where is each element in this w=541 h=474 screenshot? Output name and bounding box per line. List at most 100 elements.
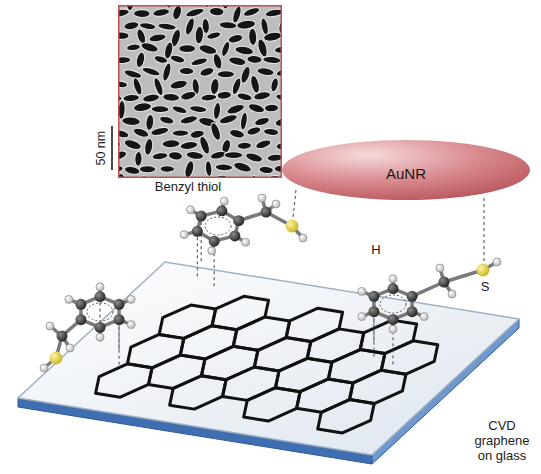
carbon-atom <box>233 215 244 226</box>
graphene-hexagon <box>360 320 416 353</box>
projection-line <box>119 326 120 368</box>
nanorod <box>194 26 204 44</box>
nanorod <box>217 91 232 100</box>
hydrogen-atom <box>448 290 456 298</box>
hydrogen-atom <box>299 234 307 242</box>
carbon-atom <box>407 306 418 317</box>
nanorod <box>123 94 140 102</box>
aromatic-ring <box>87 303 113 321</box>
nanorod <box>256 67 274 77</box>
graphene-hexagon <box>170 376 226 409</box>
carbon-atom <box>368 291 379 302</box>
nanorod <box>219 21 237 30</box>
nanorod <box>179 67 194 75</box>
nanorod <box>228 56 247 67</box>
nanorod <box>151 106 169 113</box>
nanorod <box>132 126 150 139</box>
attachment-line <box>293 190 296 218</box>
nanorod <box>168 151 183 161</box>
nanorod <box>142 93 160 103</box>
carbon-atom <box>114 299 125 310</box>
nanorod <box>171 104 188 115</box>
hydrogen-atom <box>65 295 73 303</box>
nanorod <box>179 114 198 125</box>
aromatic-ring <box>205 217 231 235</box>
graphene-hexagon <box>96 364 152 397</box>
nanorod <box>263 31 282 43</box>
graphene-hexagon <box>212 296 268 329</box>
hydrogen-atom <box>180 231 188 239</box>
carbon-atom <box>95 322 106 333</box>
sulfur-atom <box>50 352 63 365</box>
nanorod <box>199 66 215 78</box>
carbon-atom <box>216 205 227 216</box>
scale-label: 50 nm <box>94 131 108 166</box>
nanorod <box>254 116 271 127</box>
graphene-hexagon <box>159 305 215 338</box>
carbon-atom <box>229 230 240 241</box>
nanorod <box>172 130 189 137</box>
carbon-atom <box>75 299 86 310</box>
carbon-atom <box>439 277 450 288</box>
nanorod <box>152 8 170 18</box>
nanorod <box>185 7 205 19</box>
nanorod <box>206 31 222 41</box>
nanorod <box>171 5 183 21</box>
nanorod <box>123 21 139 31</box>
nanorod <box>210 78 220 95</box>
nanorod <box>270 77 280 92</box>
atom-label: H <box>371 243 380 258</box>
nanorod <box>169 79 188 91</box>
nanorod <box>118 128 130 139</box>
nanorod <box>229 128 246 139</box>
graphene-hexagon <box>244 388 300 421</box>
aromatic-ring <box>380 295 406 313</box>
carbon-atom <box>114 314 125 325</box>
hydrogen-atom <box>358 287 366 295</box>
hydrogen-atom <box>258 194 266 202</box>
nanorod <box>209 121 223 141</box>
nanorod <box>242 6 260 18</box>
hydrogen-atom <box>40 364 48 372</box>
graphene-hexagon <box>233 317 289 350</box>
nanorod <box>118 32 129 40</box>
nanorod <box>253 90 271 101</box>
hydrogen-atom <box>493 258 501 266</box>
nanorod <box>245 151 264 164</box>
carbon-atom <box>388 283 399 294</box>
nanorod <box>209 7 224 16</box>
graphene-hexagon <box>223 367 279 400</box>
tem-image-panel: 50 nmBenzyl thiol <box>96 4 286 204</box>
nanorod-shape: AuNR <box>280 138 532 202</box>
carbon-atom <box>57 331 68 342</box>
carbon-atom <box>192 226 203 237</box>
nanorod <box>163 93 180 102</box>
hydrogen-atom <box>389 325 397 333</box>
nanorod <box>264 104 279 112</box>
nanorod <box>169 54 185 65</box>
hydrogen-atom <box>127 321 135 329</box>
nanorod <box>186 151 204 161</box>
carbon-atom <box>407 291 418 302</box>
nanorod <box>145 114 154 131</box>
nanorod <box>249 75 261 95</box>
nanorod <box>124 165 141 175</box>
nanorod <box>239 112 248 131</box>
carbon-atom <box>261 207 272 218</box>
benzyl-thiol-molecule <box>358 258 501 367</box>
nanorod <box>265 8 282 18</box>
hydrogen-atom <box>389 275 397 283</box>
projection-line <box>197 237 198 279</box>
nanorod <box>218 113 238 126</box>
hydrogen-atom <box>358 313 366 321</box>
nanorod <box>139 22 156 31</box>
nanorod <box>248 28 257 46</box>
nanorod <box>183 160 195 178</box>
nanorod <box>123 68 142 80</box>
nanorod <box>161 62 173 82</box>
nanorod <box>190 56 208 67</box>
nanorod <box>131 77 143 96</box>
nanorod <box>180 140 199 150</box>
nanorod <box>247 102 265 114</box>
nanorod <box>267 154 282 162</box>
